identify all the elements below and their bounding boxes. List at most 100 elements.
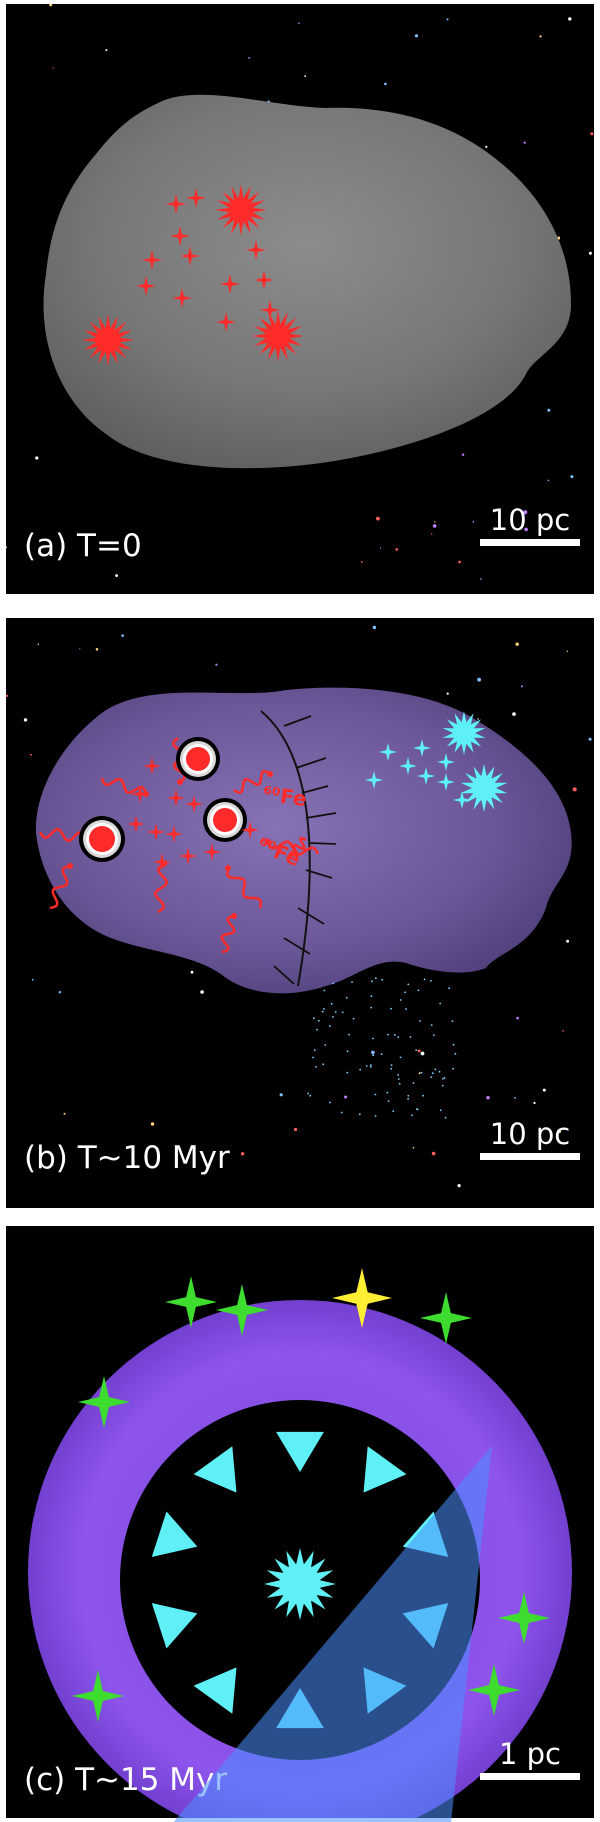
cyan-star-icon <box>417 767 435 785</box>
wind-arrow <box>153 862 169 914</box>
background-star-dot <box>398 1082 401 1085</box>
background-star-dot <box>369 1066 372 1068</box>
panel-b-illustration: ⁶⁰Fe ⁶⁰Fe <box>6 625 592 1188</box>
wind-arrow-head <box>289 851 295 857</box>
panel-b-label: (b) T~10 Myr <box>24 1140 230 1176</box>
background-star-dot <box>358 1113 361 1116</box>
background-star-dot <box>298 22 300 25</box>
background-star-dot <box>404 991 406 994</box>
background-star-dot <box>590 132 594 136</box>
background-star-dot <box>316 1028 318 1031</box>
background-star-dot <box>486 1096 490 1100</box>
background-star-dot <box>95 648 99 651</box>
scale-bar-c: 1 pc <box>480 1738 580 1780</box>
background-star-dot <box>392 1110 395 1112</box>
background-star-dot <box>442 1077 444 1080</box>
background-star-dot <box>279 1093 283 1097</box>
background-star-dot <box>332 982 335 985</box>
background-star-dot <box>105 49 108 52</box>
wind-arrow <box>49 864 71 910</box>
background-star-dot <box>461 453 465 456</box>
background-star-dot <box>372 1054 375 1057</box>
background-star-dot <box>480 578 482 580</box>
wind-arrow <box>220 914 236 954</box>
red-star-icon <box>246 240 266 260</box>
background-star-dot <box>330 1002 333 1005</box>
background-star-dot <box>412 1082 415 1084</box>
shock-line <box>305 869 333 879</box>
background-star-dot <box>393 1034 396 1036</box>
background-star-dot <box>407 983 410 986</box>
background-star-dot <box>340 1111 343 1114</box>
red-star-icon <box>172 288 192 308</box>
background-star-dot <box>248 57 251 59</box>
background-star-dot <box>430 1024 433 1026</box>
shock-line <box>309 842 337 845</box>
background-star-dot <box>304 75 306 77</box>
background-star-dot <box>323 1008 325 1010</box>
background-star-dot <box>562 1030 564 1032</box>
cyan-star-icon <box>453 791 471 809</box>
cyan-star-icon <box>437 753 455 771</box>
background-star-dot <box>344 1095 348 1099</box>
background-star-dot <box>399 999 402 1001</box>
cyan-star-icon <box>437 773 455 791</box>
scale-bar-line <box>480 1773 580 1780</box>
background-star-dot <box>359 1068 362 1071</box>
background-star-dot <box>322 1063 325 1066</box>
background-star-dot <box>457 1184 461 1188</box>
background-star-dot <box>419 1020 421 1022</box>
background-star-dot <box>380 1053 383 1055</box>
red-star-icon <box>203 843 221 861</box>
red-star-icon <box>180 246 200 266</box>
background-star-dot <box>434 1068 437 1071</box>
background-star-dot <box>37 643 39 645</box>
background-star-dot <box>557 1129 561 1134</box>
background-star-dot <box>539 35 542 38</box>
background-star-dot <box>341 1011 344 1014</box>
background-star-dot <box>514 1097 516 1099</box>
background-star-dot <box>370 1006 373 1009</box>
background-star-dot <box>458 560 461 564</box>
background-star-dot <box>452 1067 454 1070</box>
background-star-dot <box>312 1056 314 1059</box>
background-star-dot <box>351 981 353 983</box>
background-star-dot <box>512 712 516 716</box>
background-star-dot <box>412 1146 415 1149</box>
background-star-dot <box>407 1097 409 1100</box>
shock-front <box>260 710 311 987</box>
red-star-icon <box>186 188 206 208</box>
background-star-dot <box>448 987 450 990</box>
background-star-dot <box>423 978 426 981</box>
red-star-icon <box>216 312 236 332</box>
background-star-dot <box>352 1017 355 1020</box>
scale-bar-b: 10 pc <box>480 1118 580 1160</box>
panel-a-label: (a) T=0 <box>24 528 142 564</box>
panel-a-illustration <box>6 4 594 580</box>
red-star-icon <box>165 825 183 843</box>
background-star-dot <box>566 650 569 652</box>
red-star-icon <box>215 184 267 236</box>
background-star-dot <box>215 663 218 666</box>
wind-arrow <box>233 770 271 794</box>
shock-line <box>273 965 295 985</box>
green-star-icon <box>498 1592 550 1644</box>
red-star-icon <box>131 785 149 803</box>
background-star-dot <box>414 34 419 38</box>
background-star-dot <box>547 408 551 412</box>
background-star-dot <box>446 692 449 695</box>
background-star-dot <box>431 1072 434 1075</box>
background-star-dot <box>365 1065 368 1067</box>
background-star-dot <box>411 1114 413 1117</box>
background-star-dot <box>79 648 81 650</box>
background-star-dot <box>309 1094 312 1097</box>
wind-arrow-head <box>177 779 183 785</box>
background-star-dot <box>317 1019 320 1022</box>
green-star-icon <box>420 1292 472 1344</box>
background-star-dot <box>321 1010 324 1013</box>
background-star-dot <box>523 510 528 515</box>
background-star-dot <box>313 1049 316 1052</box>
red-star-icon <box>241 821 259 839</box>
cyan-star-icon <box>399 757 417 775</box>
background-star-dot <box>452 1043 455 1046</box>
